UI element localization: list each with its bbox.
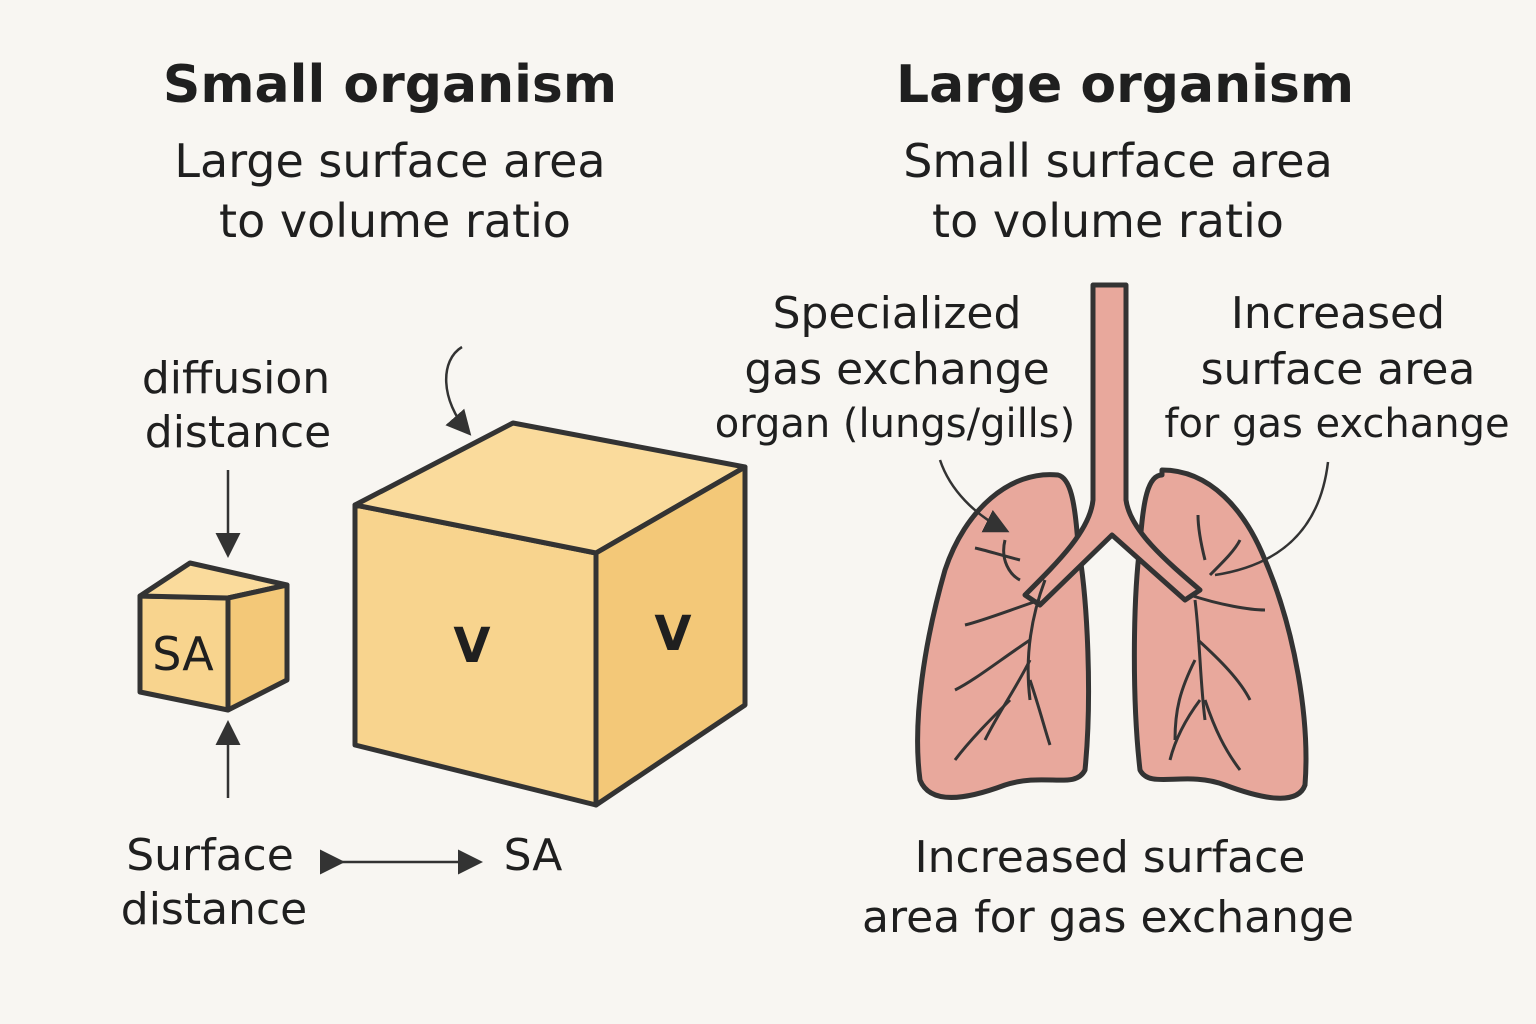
surface-label-1: Surface (126, 830, 294, 881)
lungs-illustration (915, 282, 1330, 801)
large-organism-title: Large organism (896, 55, 1354, 115)
sa-label: SA (504, 830, 563, 881)
organ-label-2: gas exchange (744, 344, 1049, 395)
small-organism-subtitle-1: Large surface area (174, 134, 605, 188)
surface-label-2: distance (121, 884, 307, 935)
small-cube-sa-label: SA (152, 627, 214, 681)
large-cube-side-v: V (654, 606, 691, 662)
bottom-label-1: Increased surface (915, 832, 1306, 883)
curved-arrow-icon (444, 345, 472, 436)
increased-label-2: surface area (1201, 344, 1476, 395)
large-cube-front-v: V (453, 618, 490, 674)
increased-label-1: Increased (1231, 288, 1445, 339)
increased-label-3: for gas exchange (1164, 401, 1509, 447)
organ-label-3: organ (lungs/gills) (715, 401, 1076, 447)
surface-pointer-line (1214, 461, 1330, 577)
small-organism-title: Small organism (163, 55, 617, 115)
large-cube (352, 420, 748, 808)
diffusion-label-2: distance (145, 407, 331, 458)
organ-arrow-icon (938, 459, 1010, 533)
bottom-label-2: area for gas exchange (862, 892, 1354, 943)
small-organism-subtitle-2: to volume ratio (219, 194, 571, 248)
large-organism-subtitle-1: Small surface area (903, 134, 1333, 188)
diffusion-label-1: diffusion (142, 353, 330, 404)
small-cube (137, 560, 290, 713)
organ-label-1: Specialized (773, 288, 1022, 339)
large-organism-subtitle-2: to volume ratio (932, 194, 1284, 248)
